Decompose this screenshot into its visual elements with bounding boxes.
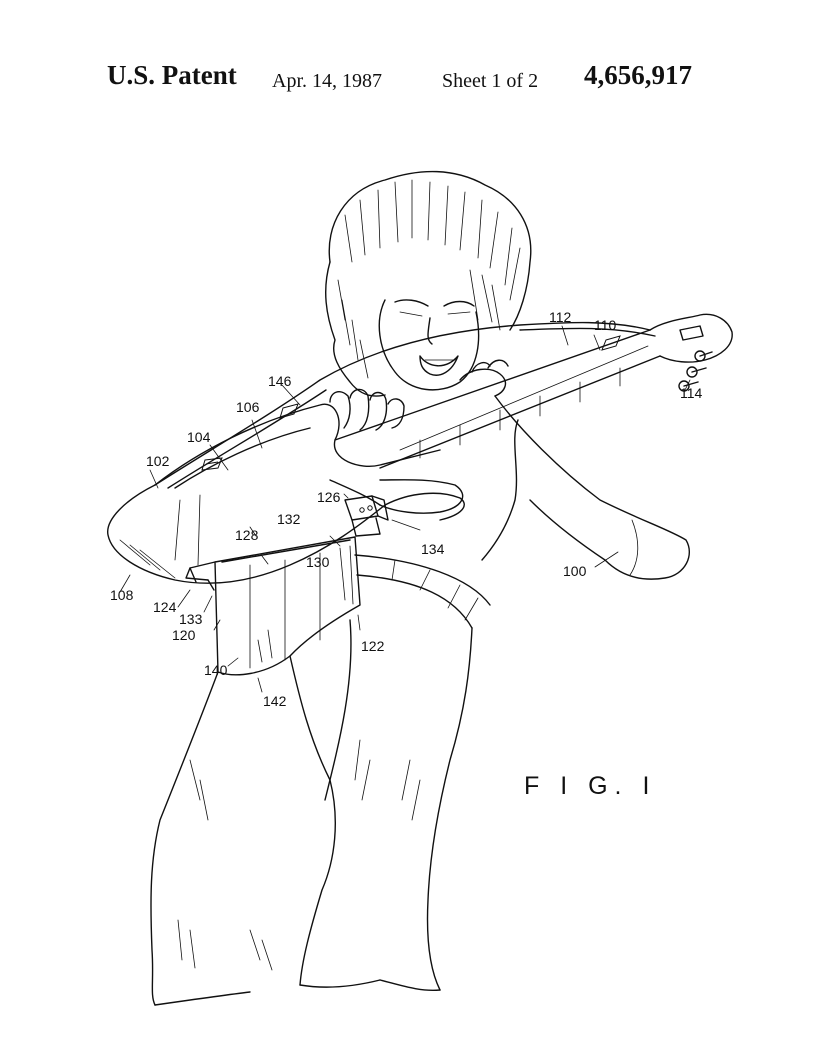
ref-numeral-112: 112 <box>549 309 572 325</box>
patent-header-title: U.S. Patent <box>107 60 237 90</box>
ref-numeral-128: 128 <box>235 527 259 543</box>
ref-numeral-114: 114 <box>680 385 703 401</box>
fretting-hand <box>459 359 509 397</box>
ref-numeral-102: 102 <box>146 453 170 469</box>
ref-numeral-140: 140 <box>204 662 228 678</box>
ref-numeral-134: 134 <box>421 541 445 557</box>
ref-numeral-106: 106 <box>236 399 260 415</box>
ref-numeral-124: 124 <box>153 599 177 615</box>
patent-header-number: 4,656,917 <box>584 60 692 90</box>
figure-label: F I G. I <box>524 772 657 800</box>
ref-numeral-122: 122 <box>361 638 385 654</box>
guitar-neck <box>334 329 661 469</box>
ref-numeral-132: 132 <box>277 511 301 527</box>
ref-numeral-100: 100 <box>563 563 587 579</box>
strap-clip-assembly <box>344 495 389 537</box>
ref-numeral-142: 142 <box>263 693 287 709</box>
performer-hair <box>325 170 532 397</box>
performer-legs <box>150 619 473 1006</box>
ref-numeral-130: 130 <box>306 554 330 570</box>
ref-numeral-120: 120 <box>172 627 196 643</box>
picking-hand <box>329 388 405 431</box>
ref-numeral-126: 126 <box>317 489 341 505</box>
patent-header-date: Apr. 14, 1987 <box>272 70 382 92</box>
performer-belt <box>354 554 491 629</box>
reference-numerals: 100 102 104 106 108 110 112 114 120 122 … <box>110 309 703 709</box>
ref-numeral-133: 133 <box>179 611 203 627</box>
guitar-strap <box>154 321 656 489</box>
guitar-body <box>107 335 621 584</box>
performer-face <box>378 299 480 391</box>
guitar-holder-apron <box>185 536 361 676</box>
ref-numeral-146: 146 <box>268 373 292 389</box>
ref-numeral-104: 104 <box>187 429 211 445</box>
reference-leader-lines <box>119 325 691 693</box>
patent-header-sheet: Sheet 1 of 2 <box>442 70 539 92</box>
performer-torso-arm <box>329 395 691 580</box>
ref-numeral-108: 108 <box>110 587 134 603</box>
guitar-headstock <box>649 313 733 392</box>
ref-numeral-110: 110 <box>594 317 617 333</box>
